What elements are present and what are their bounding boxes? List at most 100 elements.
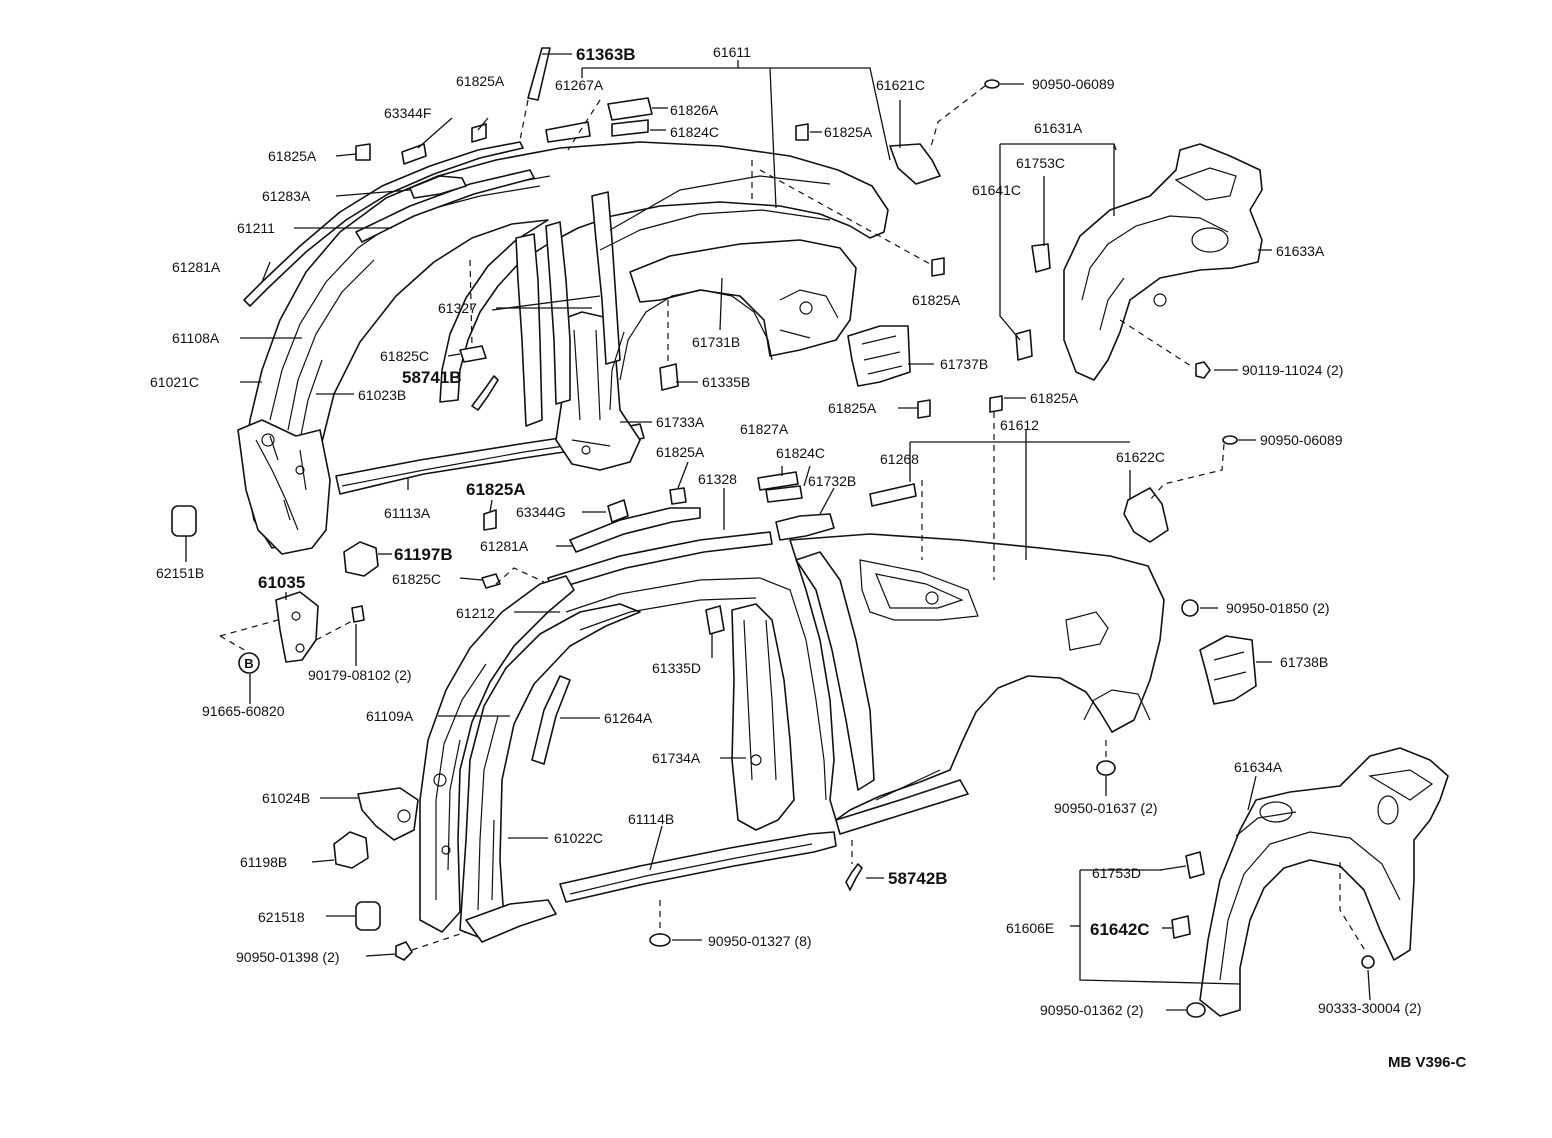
part-90950-06089-top bbox=[984, 79, 1000, 89]
label-61197B: 61197B bbox=[394, 545, 453, 564]
part-61753D bbox=[1185, 851, 1205, 879]
label-61612: 61612 bbox=[1000, 417, 1039, 433]
label-61824C-top: 61824C bbox=[670, 124, 719, 140]
label-61753C: 61753C bbox=[1016, 155, 1065, 171]
part-61024B bbox=[357, 787, 419, 841]
label-62151B-low: 621518 bbox=[258, 909, 305, 925]
part-90950-06089-mid bbox=[1222, 435, 1238, 445]
part-61197B bbox=[343, 541, 379, 577]
label-61335D: 61335D bbox=[652, 660, 701, 676]
label-61826A: 61826A bbox=[670, 102, 719, 118]
part-61363B bbox=[527, 47, 551, 101]
label-61267A: 61267A bbox=[555, 77, 604, 93]
rear-wheel-house-upper bbox=[1015, 143, 1263, 705]
part-61825A-mid bbox=[795, 123, 809, 141]
label-61611: 61611 bbox=[713, 44, 751, 60]
label-61268: 61268 bbox=[880, 451, 919, 467]
front-side-panel-assembly bbox=[237, 141, 889, 555]
part-90333-30004 bbox=[1361, 955, 1375, 969]
label-61024B: 61024B bbox=[262, 790, 310, 806]
part-61622C bbox=[1123, 487, 1169, 543]
part-90179-08102 bbox=[351, 605, 365, 623]
part-61335B bbox=[659, 363, 679, 391]
label-90950-06089-top: 90950-06089 bbox=[1032, 76, 1115, 92]
label-61021C: 61021C bbox=[150, 374, 199, 390]
label-61211: 61211 bbox=[237, 220, 275, 236]
part-90950-01850 bbox=[1181, 599, 1199, 617]
label-63344F: 63344F bbox=[384, 105, 431, 121]
part-61737B bbox=[847, 325, 911, 387]
part-61827A bbox=[757, 471, 799, 491]
label-61335B: 61335B bbox=[702, 374, 750, 390]
part-61825A-right bbox=[931, 257, 945, 277]
part-61621C bbox=[889, 143, 941, 185]
part-61281A-low bbox=[569, 507, 701, 553]
label-61825A-left: 61825A bbox=[268, 148, 317, 164]
label-91665-60820: 91665-60820 bbox=[202, 703, 285, 719]
label-90179-08102: 90179-08102 (2) bbox=[308, 667, 412, 683]
part-61825C-low bbox=[481, 573, 501, 589]
part-61035 bbox=[275, 591, 319, 663]
label-58742B: 58742B bbox=[888, 869, 948, 888]
bolt-mark-text: B bbox=[244, 656, 253, 671]
label-61621C: 61621C bbox=[876, 77, 925, 93]
label-61114B: 61114B bbox=[628, 811, 674, 827]
label-61733A: 61733A bbox=[656, 414, 705, 430]
part-62151B-top bbox=[171, 505, 197, 537]
part-61732B bbox=[775, 513, 835, 541]
label-61212: 61212 bbox=[456, 605, 495, 621]
label-61022C: 61022C bbox=[554, 830, 603, 846]
part-61267A bbox=[545, 121, 591, 143]
label-61731B: 61731B bbox=[692, 334, 740, 350]
label-61732B: 61732B bbox=[808, 473, 856, 489]
label-61825C-top: 61825C bbox=[380, 348, 429, 364]
label-61825C-low: 61825C bbox=[392, 571, 441, 587]
part-62151B-low bbox=[355, 901, 381, 931]
part-61825A-big bbox=[483, 509, 497, 531]
label-61281A-low: 61281A bbox=[480, 538, 529, 554]
part-61825A-mid2 bbox=[917, 399, 931, 419]
label-61283A: 61283A bbox=[262, 188, 311, 204]
part-61826A bbox=[607, 97, 653, 121]
diagram-code: MB V396-C bbox=[1388, 1054, 1467, 1071]
label-61824C-low: 61824C bbox=[776, 445, 825, 461]
part-90950-01327 bbox=[649, 933, 671, 947]
label-61606E: 61606E bbox=[1006, 920, 1054, 936]
label-90950-01398: 90950-01398 (2) bbox=[236, 949, 340, 965]
part-61642C bbox=[1171, 915, 1191, 939]
label-90119-11024: 90119-11024 (2) bbox=[1242, 362, 1343, 378]
rear-wheel-house-lower bbox=[1171, 747, 1449, 1018]
part-90950-01362 bbox=[1186, 1002, 1206, 1018]
label-90950-06089-mid: 90950-06089 bbox=[1260, 432, 1343, 448]
label-61825A-mid: 61825A bbox=[824, 124, 873, 140]
label-61825A-mid3: 61825A bbox=[1030, 390, 1079, 406]
label-61734A: 61734A bbox=[652, 750, 701, 766]
leader-lines bbox=[185, 53, 1371, 1011]
part-61268 bbox=[869, 483, 917, 507]
part-61738B bbox=[1199, 635, 1257, 705]
part-61824C bbox=[611, 119, 649, 137]
label-90950-01362: 90950-01362 (2) bbox=[1040, 1002, 1144, 1018]
part-61198B bbox=[333, 831, 369, 869]
small-parts-lower bbox=[171, 471, 1116, 961]
label-61825A-big: 61825A bbox=[466, 480, 526, 499]
label-61825A-mid2: 61825A bbox=[828, 400, 877, 416]
label-61634A: 61634A bbox=[1234, 759, 1283, 775]
label-61738B: 61738B bbox=[1280, 654, 1328, 670]
part-61825A-top bbox=[471, 123, 487, 143]
label-61363B: 61363B bbox=[576, 45, 636, 64]
label-61631A: 61631A bbox=[1034, 120, 1083, 136]
label-61622C: 61622C bbox=[1116, 449, 1165, 465]
small-parts-top bbox=[355, 47, 1003, 419]
part-90950-01398 bbox=[395, 941, 413, 961]
label-61753D: 61753D bbox=[1092, 865, 1141, 881]
label-61328: 61328 bbox=[698, 471, 737, 487]
label-61737B: 61737B bbox=[940, 356, 988, 372]
part-61335D bbox=[705, 605, 725, 635]
part-63344G bbox=[607, 499, 629, 523]
label-61035: 61035 bbox=[258, 573, 305, 592]
label-61327: 61327 bbox=[438, 300, 477, 316]
lower-side-panel-assembly bbox=[419, 531, 1165, 943]
label-62151B-top: 62151B bbox=[156, 565, 204, 581]
